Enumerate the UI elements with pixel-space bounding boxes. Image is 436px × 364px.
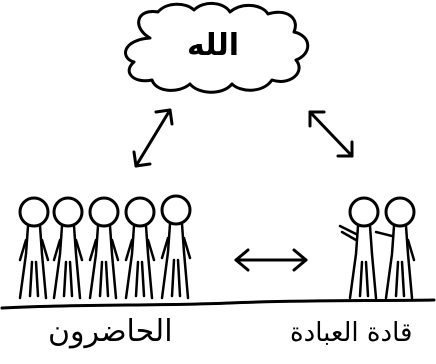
attendees-label: الحاضرون [48,314,173,349]
attendee-figure [160,194,192,300]
leader-figure [374,196,416,300]
leaders-label: قادة العبادة [290,318,413,348]
leaders-group [338,196,416,300]
arrow-cloud-leaders [308,110,354,158]
attendee-figure [124,196,156,300]
attendees-group [18,194,192,300]
cloud-shape [124,2,310,94]
attendee-figure [88,196,120,300]
arrow-cloud-attendees [132,108,174,168]
attendee-figure [18,196,50,300]
arrow-horizontal [234,248,308,272]
ground-line [0,298,436,310]
attendee-figure [52,196,84,300]
cloud-label: الله [187,28,239,63]
leader-figure [338,196,380,300]
